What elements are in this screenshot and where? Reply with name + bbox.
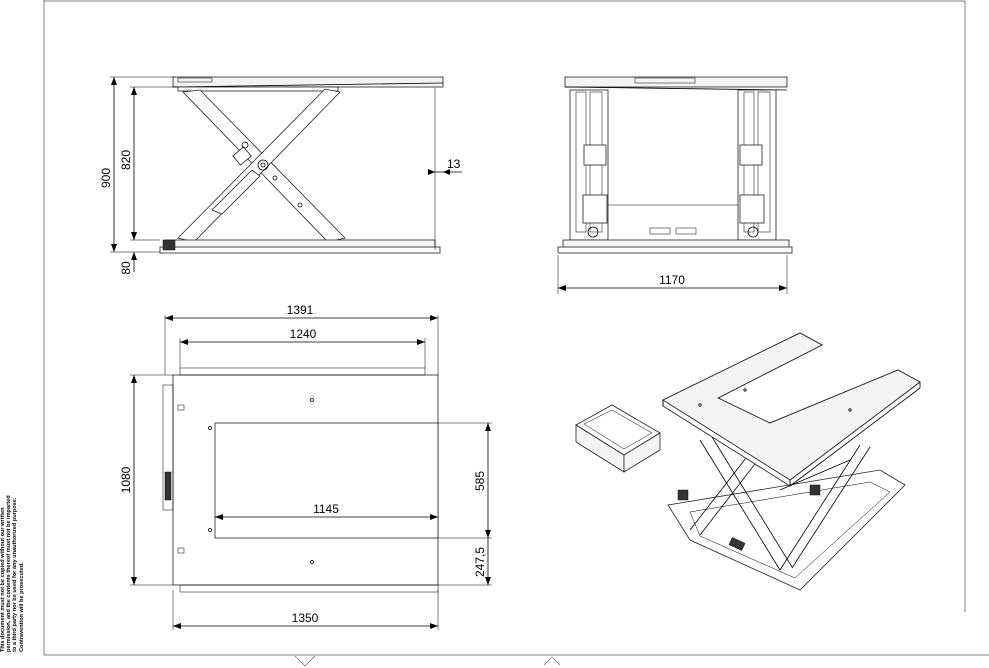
side-view: 900 820 80 13	[99, 76, 462, 275]
dim-base-height: 80	[119, 261, 133, 275]
dim-total-height: 900	[99, 168, 113, 188]
dim-overall-width: 1080	[119, 466, 133, 493]
copyright-disclaimer: This document must not be copied without…	[0, 495, 25, 652]
dim-overhang: 13	[447, 157, 461, 171]
dim-overall-length: 1391	[287, 303, 314, 317]
dim-platform-length: 1240	[290, 327, 317, 341]
dim-inner-length: 1145	[313, 502, 339, 516]
dim-base-length: 1350	[292, 611, 319, 625]
top-view: 1391 1240 1145 1350 1080 585	[119, 303, 492, 630]
front-view: 1170	[557, 76, 793, 294]
isometric-view	[575, 332, 921, 591]
dim-edge-offset: 247,5	[473, 547, 487, 577]
dim-front-width: 1170	[659, 273, 685, 287]
dim-platform-height: 820	[119, 150, 133, 170]
dim-inner-width: 585	[473, 471, 487, 491]
sheet-border	[43, 0, 989, 667]
